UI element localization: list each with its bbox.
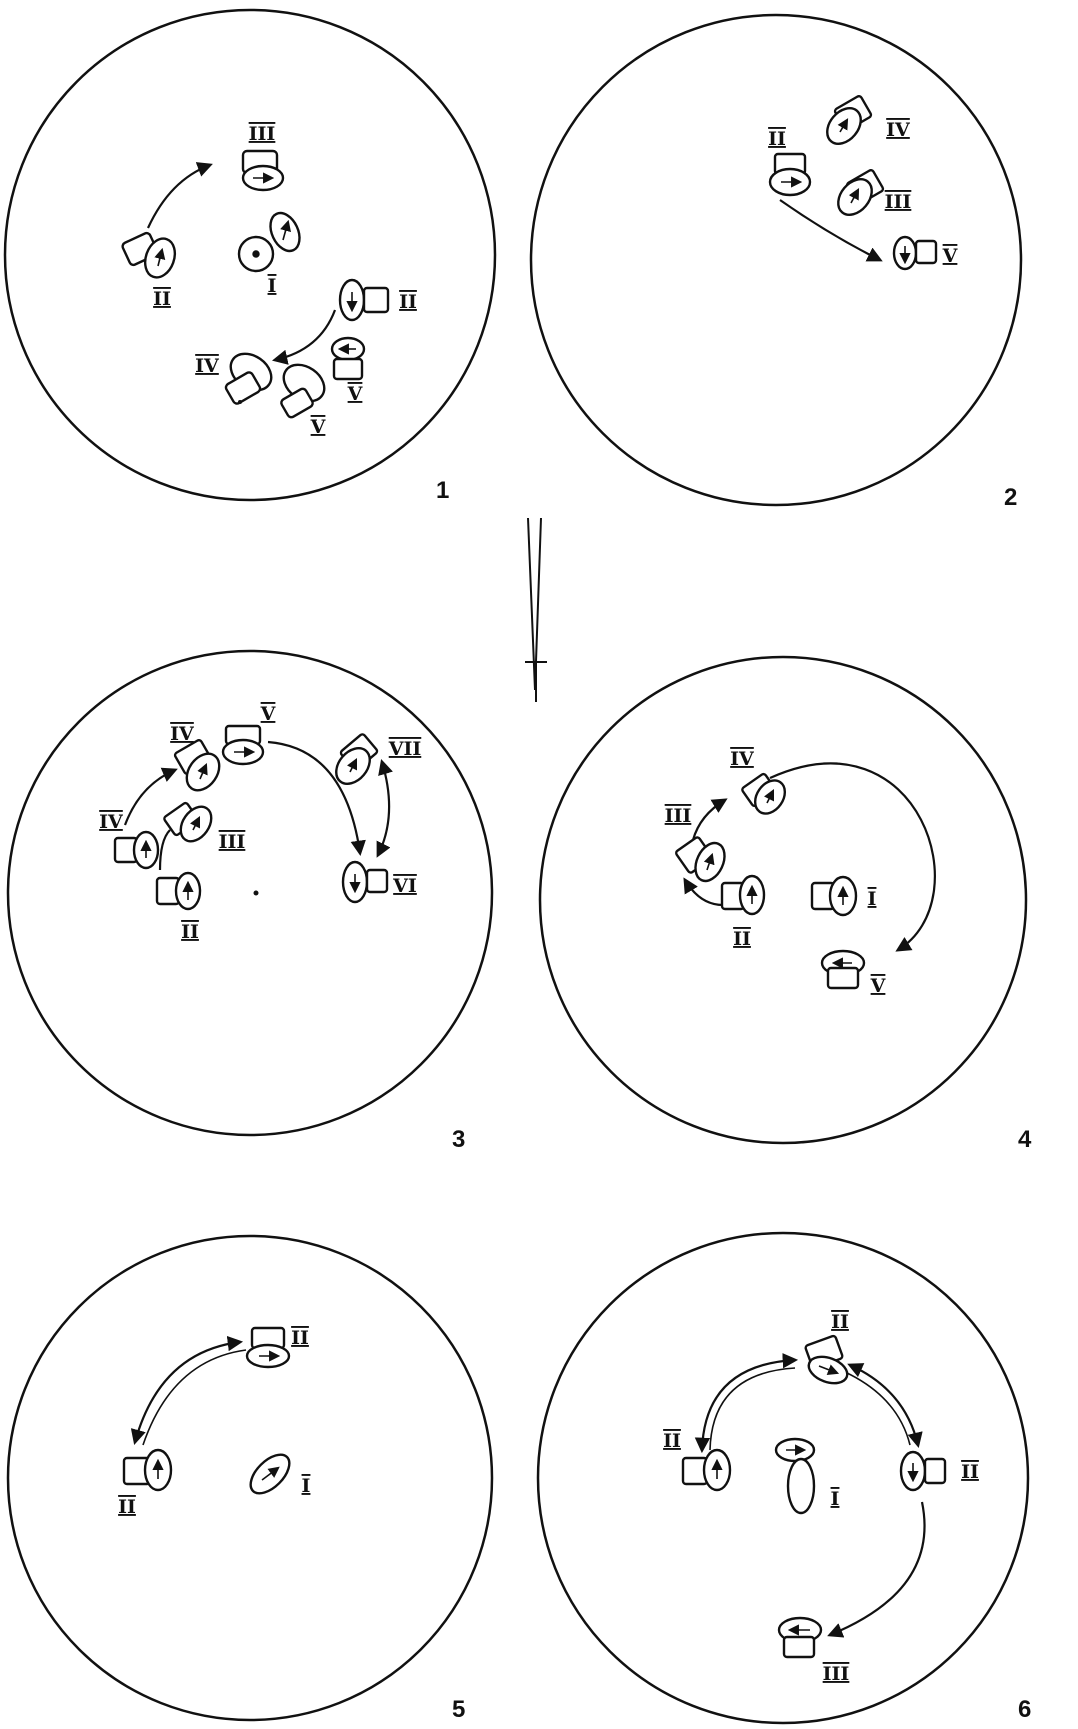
label-p6-i: I xyxy=(831,1488,840,1510)
cell-p1-iia xyxy=(121,231,177,279)
label-p6-iia: II xyxy=(831,1311,849,1333)
label-p1-vb: V xyxy=(347,383,364,405)
cell-p3-ivb xyxy=(113,830,160,870)
cell-p1-va xyxy=(280,363,326,419)
label-p1-i: I xyxy=(268,275,277,297)
arrow-p4-iii-to-iv xyxy=(691,798,728,841)
cell-p1-iib xyxy=(338,278,390,322)
label-p2-ii: II xyxy=(768,128,786,150)
label-p4-v: V xyxy=(870,975,887,997)
arrow-p6-ii-left-double xyxy=(694,1353,799,1454)
label-p1-iia: II xyxy=(153,288,171,310)
cell-p3-iva xyxy=(173,739,221,792)
arrow-p4-iv-to-v xyxy=(769,762,936,952)
label-p6-iii: III xyxy=(823,1663,850,1685)
label-p3-vii: VII xyxy=(388,738,422,760)
arrow-p5-ii-double xyxy=(130,1335,244,1445)
cell-p4-v xyxy=(820,949,866,990)
arrow-p1-ii-to-iii xyxy=(147,162,213,229)
label-p2-iv: IV xyxy=(886,119,911,141)
label-p3-v: V xyxy=(260,703,277,725)
cell-p4-iv xyxy=(741,772,787,815)
label-p6-iic: II xyxy=(961,1461,979,1483)
cell-p6-iib xyxy=(681,1448,732,1492)
label-p1-iii: III xyxy=(249,123,276,145)
cell-p2-v xyxy=(892,235,938,271)
label-p6-iib: II xyxy=(663,1430,681,1452)
label-p5-iib: II xyxy=(118,1496,136,1518)
cell-p3-iii xyxy=(163,801,213,843)
label-p1-va: V xyxy=(310,416,327,438)
cell-p5-iib xyxy=(122,1448,173,1492)
arrow-p2-ii-to-v xyxy=(779,199,883,262)
label-p2-v: V xyxy=(942,245,959,267)
cell-p6-iia xyxy=(804,1334,849,1385)
label-p3-iva: IV xyxy=(170,723,195,745)
label-p1-iib: II xyxy=(399,291,417,313)
panel-number-1: 1 xyxy=(436,477,449,504)
arrow-p6-ii-right-double xyxy=(847,1363,923,1448)
panel-number-3: 3 xyxy=(452,1126,465,1153)
label-p3-ii: II xyxy=(181,921,199,943)
separator-arrow xyxy=(525,517,547,702)
arrow-p3-vi-to-vii xyxy=(376,759,393,858)
cell-p3-v xyxy=(221,724,265,766)
label-p3-ivb: IV xyxy=(99,811,124,833)
panel-6-circle xyxy=(536,1231,1030,1725)
label-p3-iii: III xyxy=(219,831,246,853)
cell-p2-ii xyxy=(768,152,812,197)
label-p5-iia: II xyxy=(291,1327,309,1349)
cell-p4-ii xyxy=(720,874,766,916)
label-p4-iii: III xyxy=(665,805,692,827)
panel-1-circle xyxy=(3,8,497,502)
arrow-p4-ii-to-iii xyxy=(683,877,724,907)
label-p5-i: I xyxy=(302,1475,311,1497)
arrow-p3-iv-to-iv xyxy=(123,767,178,826)
marker-dot xyxy=(238,400,242,404)
cell-p1-vb xyxy=(330,336,366,381)
cell-p5-iia xyxy=(245,1326,291,1369)
cell-p1-iii xyxy=(241,149,285,192)
label-p4-iv: IV xyxy=(730,748,755,770)
marker-dot xyxy=(253,890,259,896)
panel-2-circle xyxy=(529,13,1023,507)
label-p2-iii: III xyxy=(885,191,912,213)
panel-number-2: 2 xyxy=(1004,484,1017,511)
cell-p3-vi xyxy=(341,860,389,904)
panel-number-6: 6 xyxy=(1018,1696,1031,1723)
arrow-p3-v-to-vi xyxy=(267,740,366,857)
arrow-p6-ii-to-iii xyxy=(827,1501,926,1638)
label-p4-ii: II xyxy=(733,928,751,950)
cell-p6-iic xyxy=(899,1450,947,1492)
cell-p3-ii xyxy=(155,871,202,911)
cell-p6-iii xyxy=(777,1616,823,1659)
label-p1-iv: IV xyxy=(195,355,220,377)
panel-3-circle xyxy=(6,649,494,1137)
arrow-p1-ii-to-iv xyxy=(271,309,337,365)
cell-p4-iii xyxy=(675,836,726,883)
panel-number-5: 5 xyxy=(452,1696,465,1723)
label-p4-i: I xyxy=(868,888,877,910)
panel-number-4: 4 xyxy=(1018,1126,1032,1153)
cell-p2-iii xyxy=(837,169,885,216)
cell-p4-i xyxy=(810,875,858,917)
cell-p1-i xyxy=(237,211,301,273)
label-p3-vi: VI xyxy=(392,875,417,897)
panel-4-circle xyxy=(538,655,1028,1145)
arrow-p3-ii-to-iii xyxy=(158,829,171,871)
panel-5-circle xyxy=(6,1234,494,1722)
cell-p1-iv xyxy=(224,352,273,405)
